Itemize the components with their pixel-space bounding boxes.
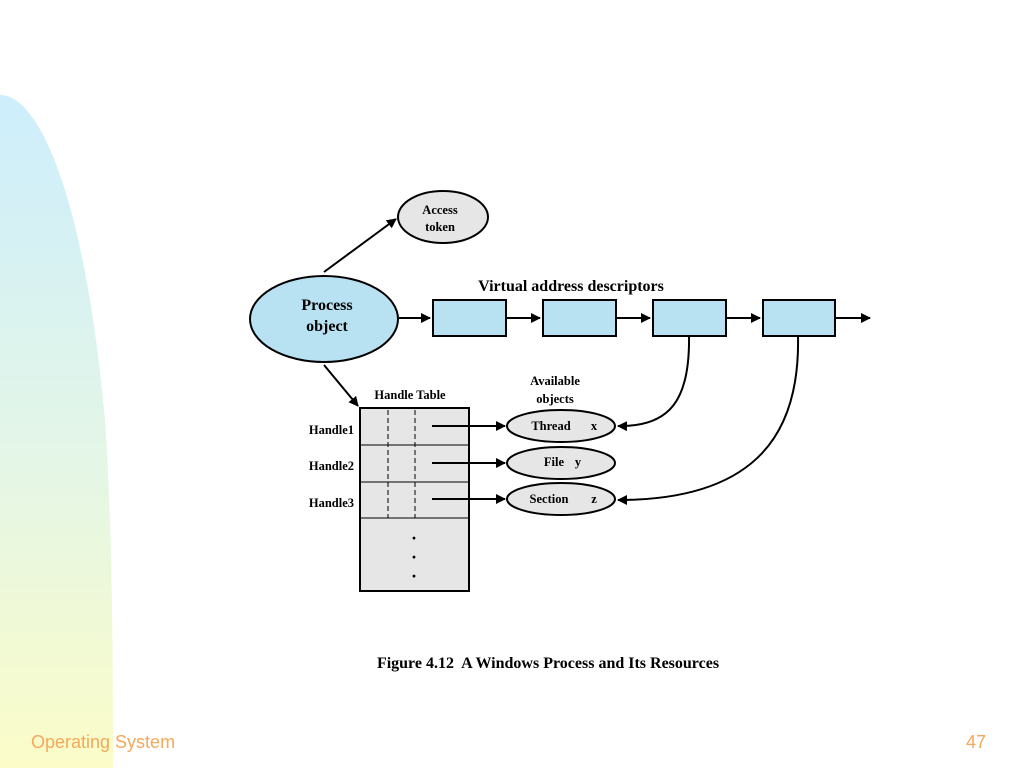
section-object-name: Section [530,492,569,506]
handle-table-title: Handle Table [374,388,446,402]
access-token-label-line1: Access [422,203,458,217]
ellipsis-dot: · [411,547,417,567]
access-token-label-line2: token [425,220,455,234]
process-object-node [249,275,399,363]
section-object-var: z [591,492,597,506]
figure-caption: Figure 4.12 A Windows Process and Its Re… [377,655,719,672]
curve-vad4-to-section [617,335,800,505]
background-swoosh [0,95,113,768]
arrow-to-access-token [323,218,397,273]
file-object-var: y [575,455,582,469]
thread-object-node [506,409,616,443]
section-object-node [506,482,616,516]
file-object-name: File [544,455,565,469]
available-objects-line1: Available [530,374,580,388]
access-token-node [397,190,489,244]
ellipsis-dot: · [411,566,417,586]
vad-box-2 [542,299,617,337]
thread-object-name: Thread [531,419,570,433]
vad-box-3 [652,299,727,337]
vad-box-4 [762,299,836,337]
footer-title: Operating System [31,732,176,752]
process-object-label-line2: object [306,318,348,335]
process-object-label-line1: Process [301,297,352,314]
thread-object-var: x [591,419,598,433]
vad-box-1 [432,299,507,337]
handle-label-3: Handle3 [309,496,354,510]
page-number: 47 [966,732,987,752]
arrow-to-handle-table [323,364,359,407]
vad-title: Virtual address descriptors [478,278,664,295]
file-object-node [506,446,616,480]
available-objects-line2: objects [536,392,574,406]
handle-label-2: Handle2 [309,459,354,473]
curve-vad3-to-thread [617,335,691,432]
ellipsis-dot: · [411,528,417,548]
handle-label-1: Handle1 [309,423,354,437]
